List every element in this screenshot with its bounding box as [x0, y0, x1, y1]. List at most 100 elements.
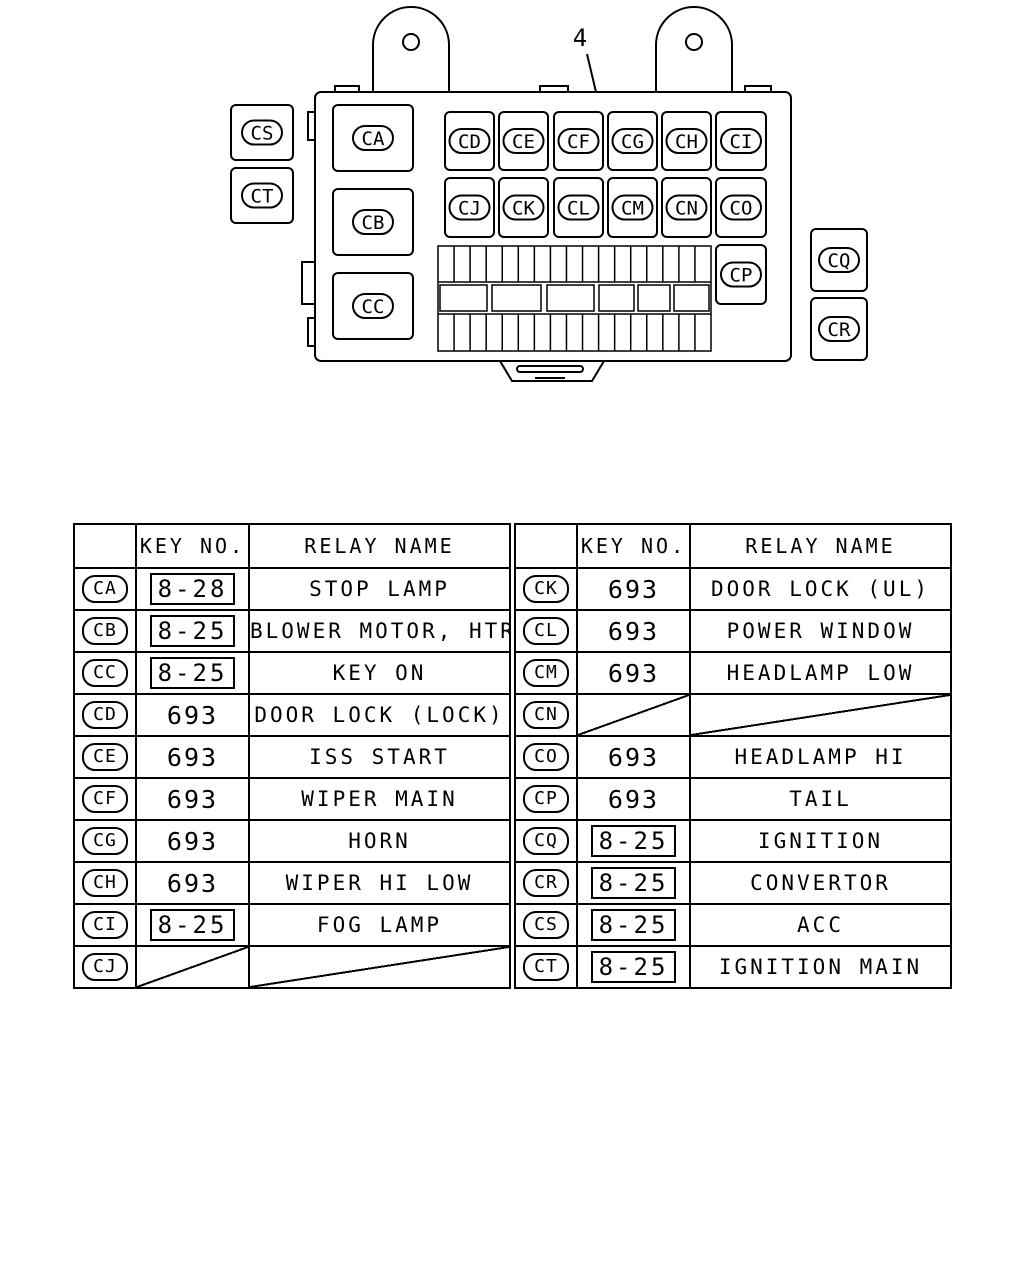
relay-socket-cg: CG: [607, 111, 658, 171]
key-no-cell: 693: [576, 735, 691, 779]
relay-name-cell: [689, 693, 952, 737]
relay-socket-cn: CN: [661, 177, 712, 238]
relay-code-cell: CL: [514, 609, 578, 653]
relay-socket-ch: CH: [661, 111, 712, 171]
key-no-cell: 693: [576, 609, 691, 653]
relay-code-cell: CG: [73, 819, 137, 863]
key-no-value: 693: [607, 616, 660, 646]
relay-code-cell: CH: [73, 861, 137, 905]
table-row: CA 8-28 STOP LAMP: [73, 567, 511, 611]
relay-socket-ci: CI: [715, 111, 767, 171]
key-no-value: 8-25: [590, 867, 677, 899]
relay-code-label: CS: [523, 911, 569, 939]
relay-name-cell: POWER WINDOW: [689, 609, 952, 653]
relay-name-cell: WIPER MAIN: [248, 777, 511, 821]
relay-code-label: CC: [82, 659, 128, 687]
relay-name-cell: ACC: [689, 903, 952, 947]
key-no-value: 8-25: [149, 657, 236, 689]
relay-code-label: CF: [82, 785, 128, 813]
relay-socket-label: CH: [675, 131, 698, 153]
key-no-value: 693: [166, 868, 219, 898]
key-no-value: 8-25: [590, 825, 677, 857]
relay-code-label: CP: [523, 785, 569, 813]
relay-code-cell: CF: [73, 777, 137, 821]
relay-name-cell: STOP LAMP: [248, 567, 511, 611]
relay-name-cell: CONVERTOR: [689, 861, 952, 905]
callout-number: 4: [573, 24, 587, 52]
relay-name-cell: TAIL: [689, 777, 952, 821]
relay-code-cell: CQ: [514, 819, 578, 863]
fuse-block: [437, 245, 712, 352]
mounting-ear-left: [372, 6, 450, 92]
mounting-hole-right: [685, 33, 703, 51]
key-no-cell: 8-25: [576, 819, 691, 863]
relay-socket-ck: CK: [498, 177, 549, 238]
key-no-value: 693: [166, 742, 219, 772]
key-no-cell: 8-25: [576, 903, 691, 947]
header-code-cell: [514, 523, 578, 569]
key-no-cell: [576, 693, 691, 737]
key-no-value: 8-25: [590, 951, 677, 983]
table-row: CN: [514, 693, 952, 737]
relay-code-cell: CP: [514, 777, 578, 821]
relay-socket-cq: CQ: [810, 228, 868, 292]
relay-name-cell: DOOR LOCK (LOCK): [248, 693, 511, 737]
table-row: CJ: [73, 945, 511, 989]
relay-code-label: CA: [82, 575, 128, 603]
relay-socket-label: CR: [828, 319, 851, 341]
key-no-cell: 8-25: [576, 945, 691, 989]
relay-socket-cc: CC: [332, 272, 414, 340]
relay-socket-label: CO: [730, 198, 753, 220]
relay-code-cell: CN: [514, 693, 578, 737]
relay-socket-cs: CS: [230, 104, 294, 161]
relay-socket-ce: CE: [498, 111, 549, 171]
relay-socket-ca: CA: [332, 104, 414, 172]
relay-name-cell: BLOWER MOTOR, HTR: [248, 609, 511, 653]
relay-name-cell: IGNITION MAIN: [689, 945, 952, 989]
relay-code-cell: CB: [73, 609, 137, 653]
relay-code-cell: CI: [73, 903, 137, 947]
relay-name-cell: ISS START: [248, 735, 511, 779]
relay-socket-label: CM: [621, 198, 644, 220]
relay-socket-cp: CP: [715, 244, 767, 305]
relay-code-cell: CO: [514, 735, 578, 779]
relay-code-cell: CK: [514, 567, 578, 611]
relay-name-cell: HEADLAMP HI: [689, 735, 952, 779]
callout-leader: [586, 53, 597, 93]
key-no-value: 693: [607, 658, 660, 688]
relay-code-label: CK: [523, 575, 569, 603]
relay-code-label: CO: [523, 743, 569, 771]
relay-socket-label: CE: [512, 131, 535, 153]
bottom-connector: [499, 360, 605, 382]
relay-code-label: CQ: [523, 827, 569, 855]
relay-code-label: CN: [523, 701, 569, 729]
header-relay-name: RELAY NAME: [689, 523, 952, 569]
relay-code-cell: CR: [514, 861, 578, 905]
key-no-cell: 693: [135, 861, 250, 905]
relay-socket-label: CF: [567, 131, 590, 153]
relay-socket-label: CS: [251, 123, 274, 145]
table-row: CL 693 POWER WINDOW: [514, 609, 952, 653]
relay-socket-label: CI: [730, 131, 753, 153]
relay-socket-cd: CD: [444, 111, 495, 171]
relay-socket-label: CB: [362, 212, 385, 234]
key-no-value: 8-28: [149, 573, 236, 605]
relay-code-label: CM: [523, 659, 569, 687]
relay-code-label: CI: [82, 911, 128, 939]
relay-code-cell: CD: [73, 693, 137, 737]
relay-socket-label: CQ: [828, 250, 851, 272]
key-no-cell: 693: [135, 819, 250, 863]
relay-code-label: CH: [82, 869, 128, 897]
key-no-cell: 693: [576, 777, 691, 821]
key-no-value: 693: [166, 784, 219, 814]
